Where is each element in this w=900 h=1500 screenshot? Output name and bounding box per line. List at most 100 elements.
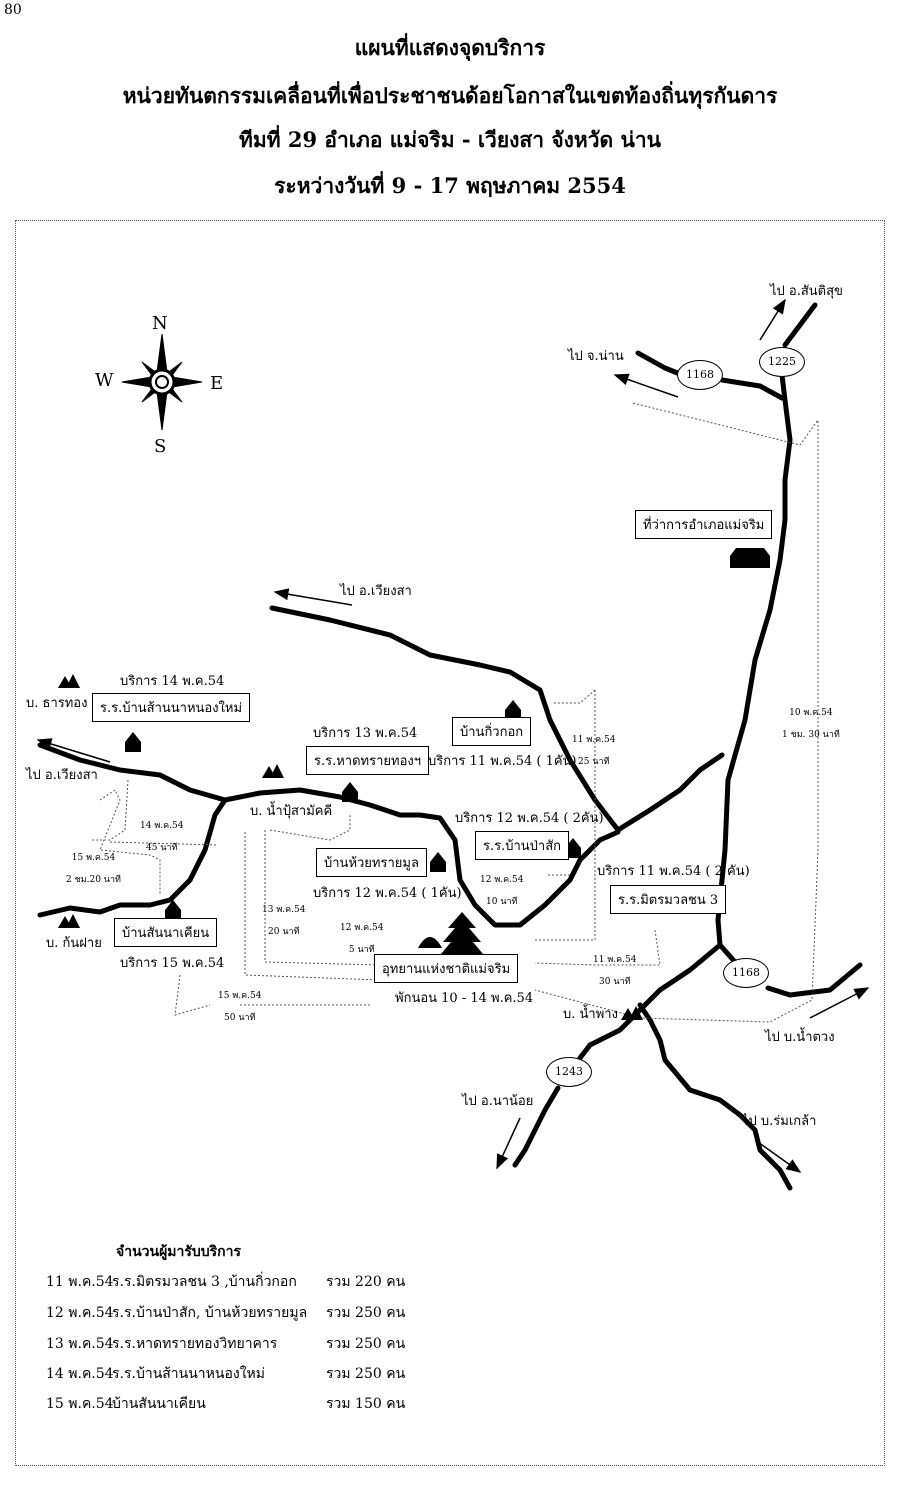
camp-label: พักนอน 10 - 14 พ.ค.54 — [395, 991, 534, 1006]
box-national-park: อุทยานแห่งชาติแม่จริม — [374, 954, 519, 983]
service-label: บริการ 11 พ.ค.54 ( 2 คัน) — [597, 864, 750, 879]
route-14 — [90, 779, 219, 846]
village-icon — [262, 764, 284, 778]
summary-place: ร.ร.บ้านส้านนาหนองใหม่ — [112, 1366, 266, 1382]
summary-total: รวม 250 คน — [326, 1305, 406, 1321]
direction-romklao: ไป บ.ร่มเกล้า — [742, 1114, 817, 1129]
road-1168-north — [635, 350, 785, 401]
box-kiukok: บ้านกิ่วกอก — [452, 717, 532, 746]
service-label: บริการ 13 พ.ค.54 — [313, 726, 418, 741]
route-10 — [534, 402, 819, 1023]
arrow-namtuang — [809, 987, 870, 1019]
arrow-nan — [613, 373, 679, 398]
road-main — [587, 372, 793, 1048]
summary-date: 15 พ.ค.54 — [46, 1396, 114, 1412]
house-icon — [342, 782, 358, 802]
village-icon — [58, 674, 80, 688]
compass-n: N — [152, 313, 168, 334]
direction-wiangsa: ไป อ.เวียงสา — [340, 584, 412, 599]
direction-nan: ไป จ.น่าน — [568, 349, 624, 364]
service-label: บริการ 12 พ.ค.54 ( 2คัน) — [455, 811, 604, 826]
route-11a — [535, 690, 596, 941]
tree-icon — [441, 912, 483, 962]
summary-date: 14 พ.ค.54 — [46, 1366, 114, 1382]
direction-santisuk: ไป อ.สันติสุข — [770, 284, 843, 299]
village-icon — [58, 914, 80, 928]
service-label: บริการ 14 พ.ค.54 — [120, 674, 225, 689]
service-label: บริการ 11 พ.ค.54 ( 1คัน) — [428, 754, 577, 769]
summary-date: 12 พ.ค.54 — [46, 1305, 114, 1321]
title-line-1: แผนที่แสดงจุดบริการ — [354, 35, 546, 60]
summary-place: ร.ร.มิตรมวลชน 3 ,บ้านกิ่วกอก — [112, 1274, 297, 1290]
road-number-1168: 1168 — [723, 958, 769, 988]
title-line-4: ระหว่างวันที่ 9 - 17 พฤษภาคม 2554 — [274, 173, 626, 198]
summary-heading: จำนวนผู้มารับบริการ — [116, 1244, 242, 1260]
arrow-nanoi — [496, 1117, 521, 1170]
road-west — [37, 742, 621, 928]
road-number-1243: 1243 — [546, 1057, 592, 1087]
map-frame — [15, 220, 885, 1466]
direction-nanoi: ไป อ.นาน้อย — [462, 1094, 534, 1109]
title-line-3: ทีมที่ 29 อำเภอ แม่จริม - เวียงสา จังหวั… — [239, 127, 661, 152]
box-huaisaimun: บ้านห้วยทรายมูล — [316, 848, 427, 877]
box-hatsaithong: ร.ร.หาดทรายทองฯ — [306, 746, 430, 775]
road-1168-east — [717, 942, 863, 998]
house-icon — [430, 852, 446, 872]
summary-place: ร.ร.บ้านป่าสัก, บ้านห้วยทรายมูล — [112, 1305, 308, 1321]
village-tanthong: บ. ธารทอง — [26, 696, 88, 711]
compass-icon — [121, 333, 203, 431]
route-13 — [264, 815, 381, 966]
house-icon — [165, 900, 181, 920]
compass-e: E — [210, 373, 224, 394]
arrow-romklao — [754, 1139, 802, 1173]
summary-place: ร.ร.หาดทรายทองวิทยาคาร — [112, 1336, 278, 1352]
page-number: 80 — [4, 2, 22, 18]
road-1225 — [782, 302, 818, 348]
summary-date: 13 พ.ค.54 — [46, 1336, 114, 1352]
box-sannanongmai: ร.ร.บ้านส้านนาหนองใหม่ — [92, 693, 251, 722]
route-11a-branch — [553, 689, 596, 704]
summary-place: บ้านสันนาเคียน — [112, 1396, 206, 1412]
summary-total: รวม 150 คน — [326, 1396, 406, 1412]
box-pasak: ร.ร.บ้านป่าสัก — [475, 831, 570, 860]
house-icon — [125, 732, 141, 752]
village-nampusamakkhi: บ. น้ำปุ้สามัคคี — [250, 804, 333, 819]
route-11b — [534, 929, 661, 966]
direction-wiangsa: ไป อ.เวียงสา — [26, 768, 98, 783]
village-kanfai: บ. ก้นฝาย — [46, 936, 102, 951]
box-mitmuanchon: ร.ร.มิตรมวลชน 3 — [610, 885, 727, 914]
route-15a — [99, 789, 161, 895]
tent-icon — [418, 937, 442, 948]
service-label: บริการ 12 พ.ค.54 ( 1คัน) — [313, 886, 462, 901]
arrow-wiangsa-n — [273, 588, 353, 606]
summary-date: 11 พ.ค.54 — [46, 1274, 114, 1290]
summary-total: รวม 220 คน — [326, 1274, 406, 1290]
title-line-2: หน่วยทันตกรรมเคลื่อนที่เพื่อประชาชนด้อยโ… — [122, 83, 778, 108]
direction-namtuang: ไป บ.น้ำตวง — [765, 1030, 835, 1045]
village-nampang: บ. น้ำพาง — [563, 1007, 618, 1022]
service-label: บริการ 15 พ.ค.54 — [120, 956, 225, 971]
arrow-santisuk — [759, 298, 786, 341]
road-romklao — [637, 1002, 793, 1191]
summary-total: รวม 250 คน — [326, 1336, 406, 1352]
road-kanfai — [37, 797, 228, 918]
arrow-wiangsa-w — [36, 738, 111, 763]
compass-s: S — [154, 436, 167, 457]
road-number-1225: 1225 — [759, 347, 805, 377]
compass-w: W — [95, 370, 114, 391]
route-15b — [174, 832, 381, 1016]
village-icon — [621, 1006, 643, 1020]
road-number-1168: 1168 — [677, 360, 723, 390]
box-sannakhian: บ้านสันนาเคียน — [114, 918, 218, 947]
house-icon — [505, 700, 521, 720]
box-district-office: ที่ว่าการอำเภอแม่จริม — [635, 510, 773, 539]
